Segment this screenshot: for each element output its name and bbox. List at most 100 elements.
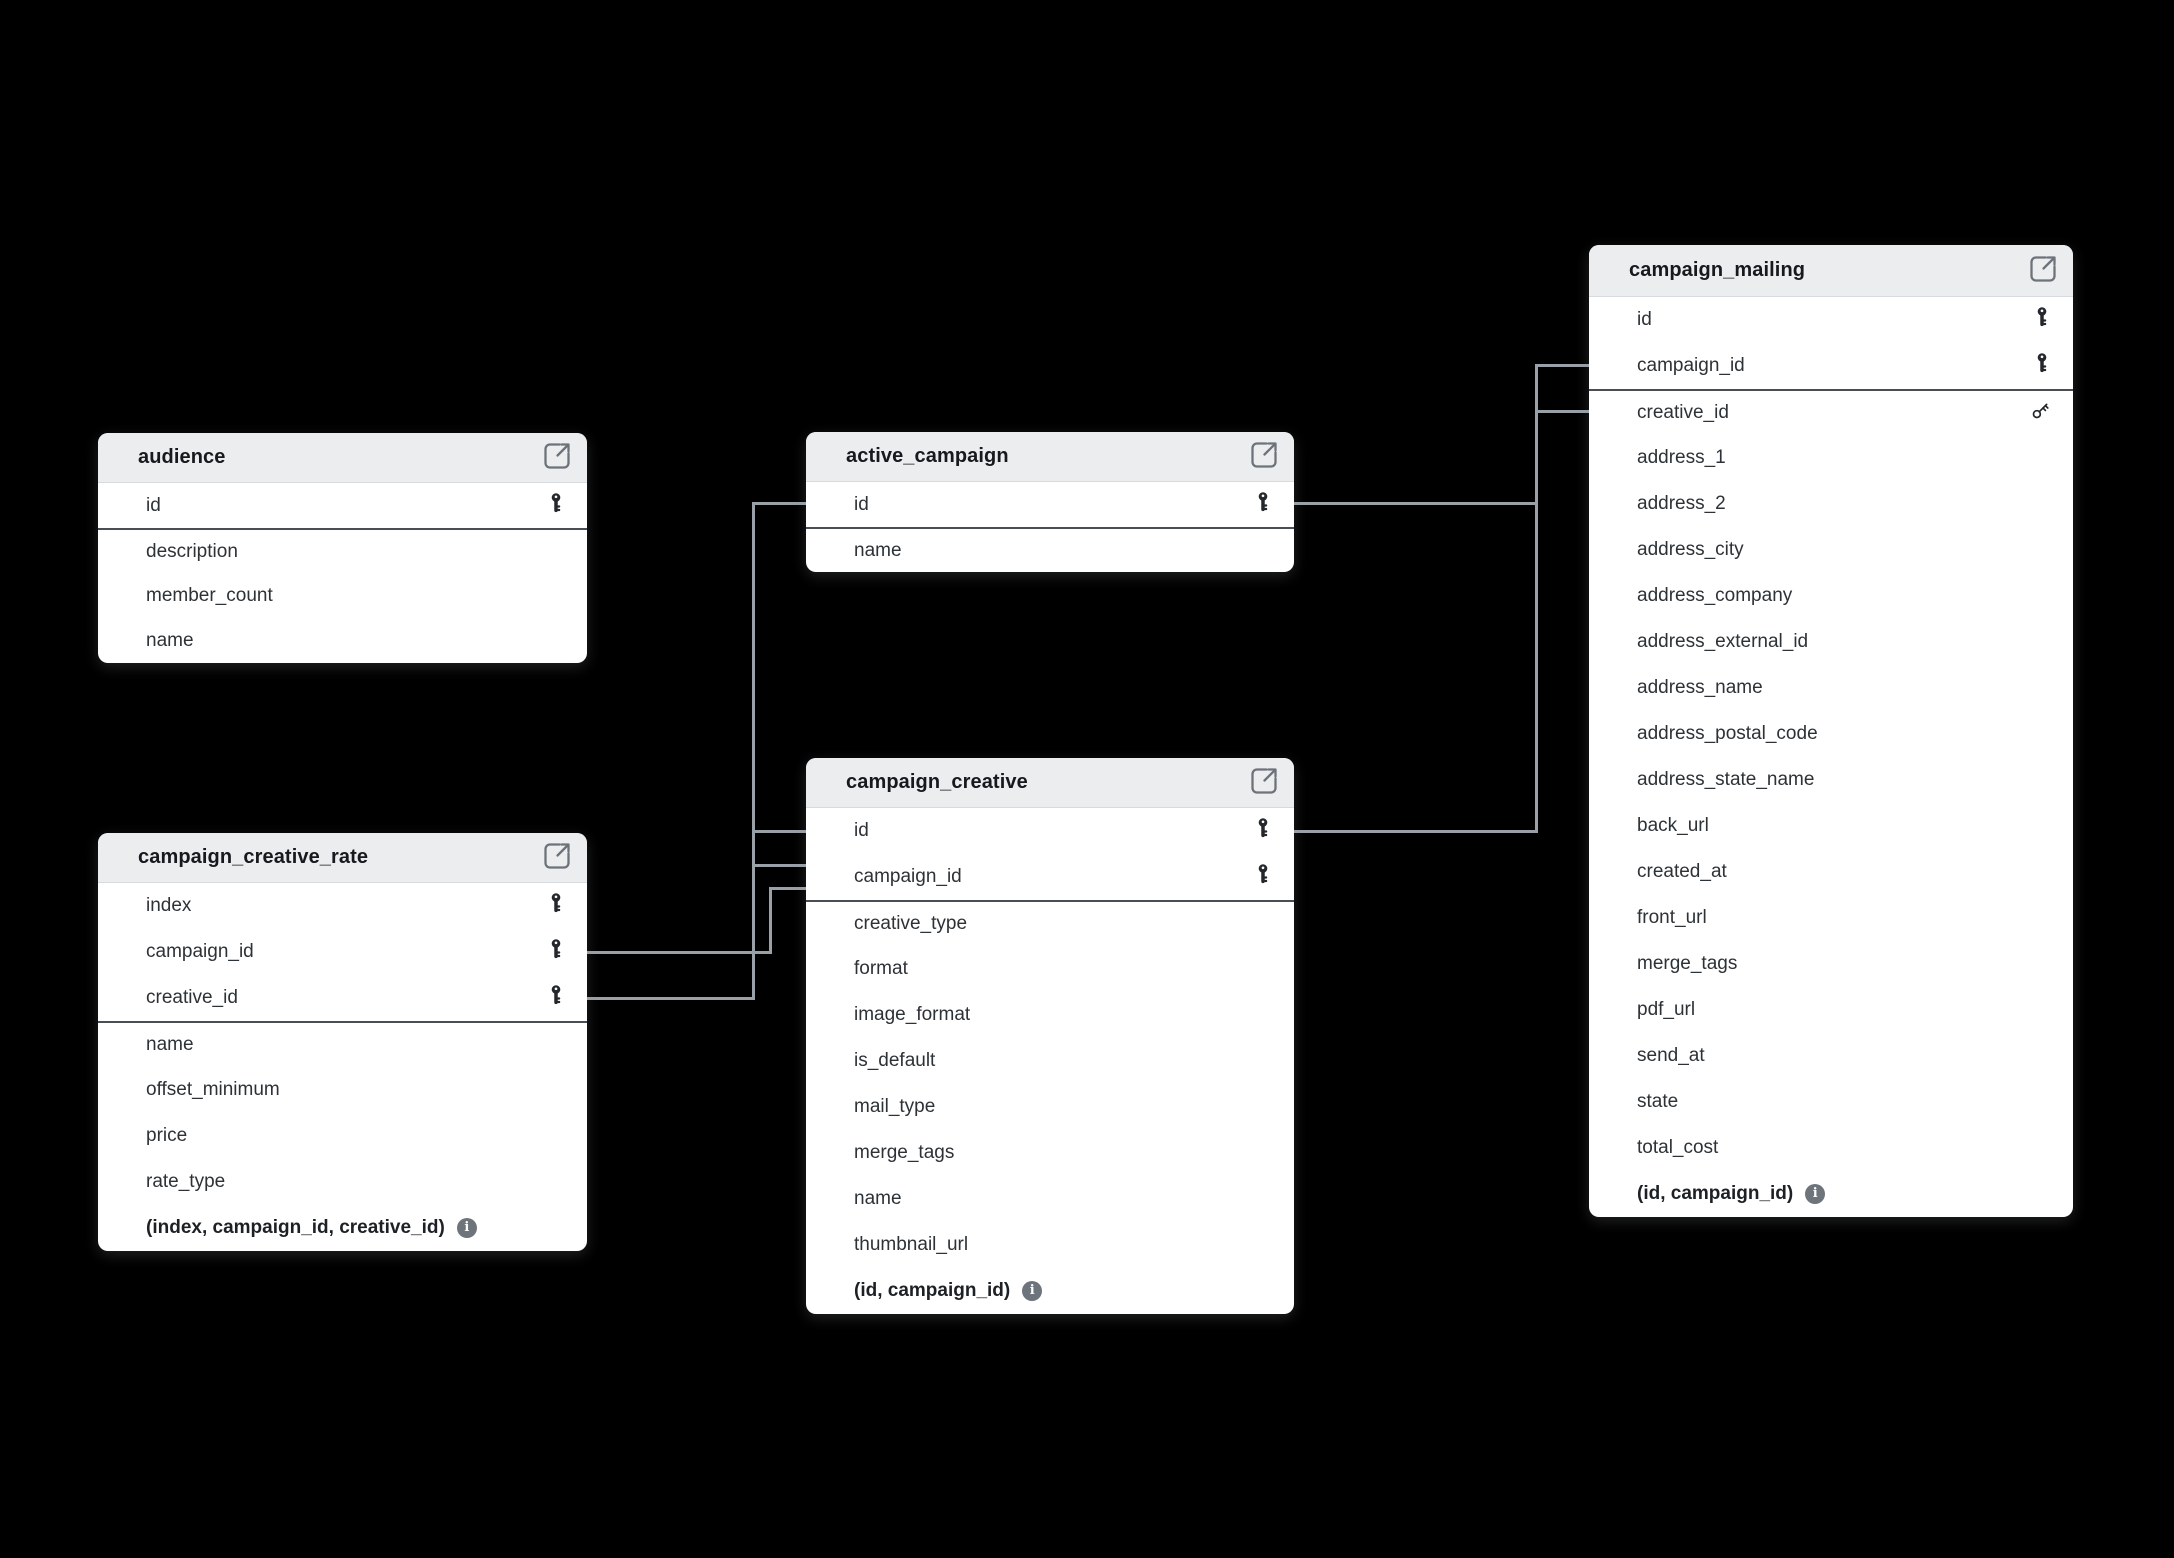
field-name: id [146,494,161,516]
table-row: state [1589,1079,2073,1125]
table-row: format [806,946,1294,992]
table-row: campaign_id [98,929,587,975]
field-name: name [854,539,902,561]
table-row: total_cost [1589,1125,2073,1171]
table-row: address_postal_code [1589,711,2073,757]
field-name: merge_tags [1637,953,1738,974]
field-name: rate_type [146,1171,226,1192]
field-name: state [1637,1091,1679,1112]
composite-key-name: (id, campaign_id) [854,1280,1011,1301]
field-name: created_at [1637,861,1727,882]
field-name: pdf_url [1637,999,1696,1020]
table-header: active_campaign [806,432,1294,482]
primary-key-icon [2031,352,2053,380]
field-name: offset_minimum [146,1079,280,1100]
table-campaign-creative: campaign_creative id campaign_id creativ… [806,758,1294,1314]
external-link-icon [1247,764,1281,801]
open-table-button[interactable] [1246,439,1282,475]
field-name: campaign_id [854,866,962,887]
open-table-button[interactable] [1246,765,1282,801]
field-name: id [1637,309,1652,330]
open-table-button[interactable] [539,440,575,476]
field-name: creative_id [1637,402,1729,423]
primary-key-icon [545,892,567,920]
table-row: pdf_url [1589,987,2073,1033]
connector-segment [752,864,808,867]
table-title: active_campaign [846,445,1009,467]
composite-key-row: (id, campaign_id) [1589,1171,2073,1217]
table-row: id [806,482,1294,527]
info-icon[interactable] [1022,1281,1043,1301]
info-icon[interactable] [456,1218,477,1238]
table-title: campaign_creative_rate [138,846,369,868]
table-row: address_company [1589,573,2073,619]
field-name: id [854,493,869,515]
table-row: address_2 [1589,481,2073,527]
open-table-button[interactable] [2025,253,2061,289]
foreign-key-icon [2029,398,2053,428]
field-name: image_format [854,1004,971,1025]
table-row: address_external_id [1589,619,2073,665]
field-name: total_cost [1637,1137,1719,1158]
field-name: price [146,1125,188,1146]
table-active-campaign: active_campaign id name [806,432,1294,572]
field-name: merge_tags [854,1142,955,1163]
primary-key-icon [1252,491,1274,519]
external-link-icon [2026,252,2060,289]
field-name: front_url [1637,907,1707,928]
field-name: format [854,958,908,979]
primary-key-icon [1252,817,1274,845]
connector-segment [1535,410,1591,413]
table-row: id [1589,297,2073,343]
table-row: id [806,808,1294,854]
table-row: creative_type [806,900,1294,946]
primary-key-icon [545,492,567,520]
external-link-icon [1247,438,1281,475]
field-name: back_url [1637,815,1709,836]
field-name: creative_type [854,913,968,934]
open-table-button[interactable] [539,840,575,876]
field-name: description [146,540,238,562]
primary-key-icon [545,938,567,966]
field-name: address_name [1637,677,1763,698]
connector-segment [1535,364,1591,367]
connector-segment [1292,502,1538,505]
field-name: mail_type [854,1096,936,1117]
table-campaign-creative-rate: campaign_creative_rate index campaign_id… [98,833,587,1251]
table-row: description [98,528,587,573]
connector-segment [752,830,755,1000]
table-title: audience [138,446,226,468]
table-row: is_default [806,1038,1294,1084]
field-name: address_company [1637,585,1793,606]
composite-key-name: (id, campaign_id) [1637,1183,1794,1204]
table-row: address_state_name [1589,757,2073,803]
table-row: address_1 [1589,435,2073,481]
field-name: member_count [146,584,273,606]
field-name: is_default [854,1050,936,1071]
field-name: creative_id [146,987,238,1008]
table-title: campaign_creative [846,771,1028,793]
table-row: address_city [1589,527,2073,573]
table-header: campaign_creative [806,758,1294,808]
info-icon[interactable] [1805,1184,1826,1204]
table-row: name [806,1176,1294,1222]
table-row: campaign_id [806,854,1294,900]
table-row: name [806,527,1294,572]
table-row: name [98,1021,587,1067]
table-row: index [98,883,587,929]
table-row: creative_id [1589,389,2073,435]
connector-segment [584,997,754,1000]
field-name: name [146,629,194,651]
connector-segment [752,502,808,505]
table-row: thumbnail_url [806,1222,1294,1268]
table-row: offset_minimum [98,1067,587,1113]
field-name: address_1 [1637,447,1726,468]
table-row: created_at [1589,849,2073,895]
field-name: thumbnail_url [854,1234,969,1255]
field-name: address_postal_code [1637,723,1818,744]
external-link-icon [540,839,574,876]
table-title: campaign_mailing [1629,259,1806,281]
table-row: address_name [1589,665,2073,711]
field-name: index [146,895,192,916]
table-header: campaign_creative_rate [98,833,587,883]
